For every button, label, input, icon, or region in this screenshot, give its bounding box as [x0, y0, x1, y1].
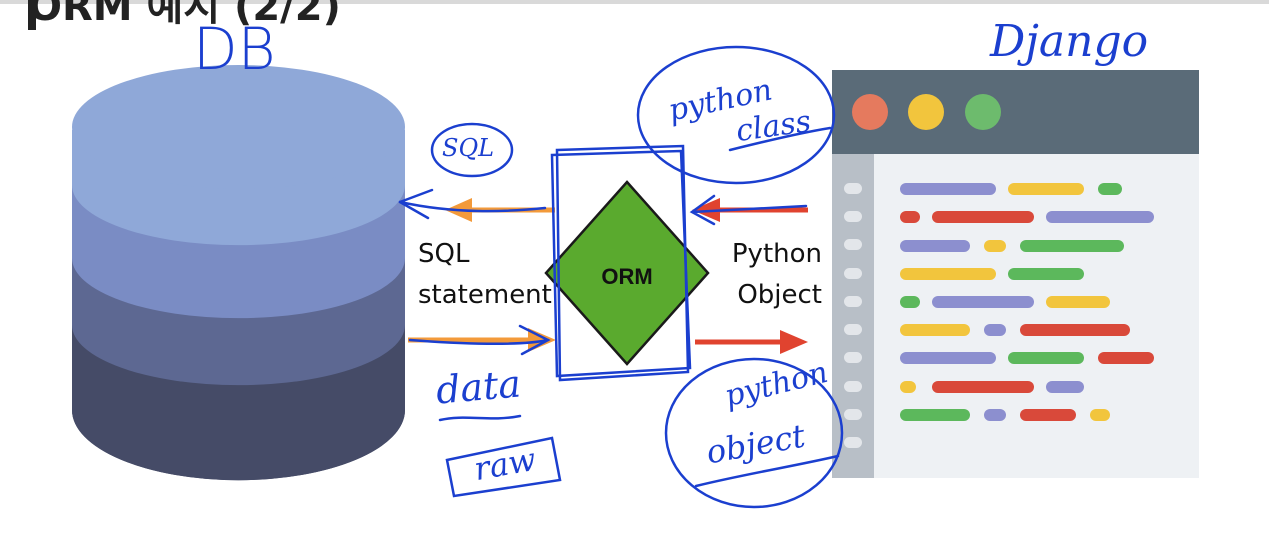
top-divider	[0, 0, 1269, 4]
slide-title: ORM 예시 (2/2)	[28, 0, 341, 30]
arrow-orm-to-object	[695, 330, 808, 354]
annotation-sql: SQL	[442, 134, 495, 162]
close-dot-icon	[852, 94, 888, 130]
minimize-dot-icon	[908, 94, 944, 130]
sql-statement-line1: SQL	[418, 239, 470, 269]
annotation-django: Django	[990, 16, 1149, 67]
title-accent-bar	[28, 0, 36, 30]
sql-statement-label: SQL statement	[418, 240, 552, 309]
orm-diamond	[544, 180, 710, 366]
orm-label: ORM	[601, 264, 652, 289]
python-object-label: Python Object	[728, 240, 822, 309]
python-object-line2: Object	[737, 279, 822, 310]
annotation-raw: raw	[471, 439, 539, 489]
sql-statement-line2: statement	[418, 279, 552, 310]
annotation-db: DB	[193, 15, 276, 83]
code-editor-window-icon	[832, 70, 1199, 478]
handwritten-ink	[398, 45, 844, 509]
database-cylinder-icon	[72, 65, 405, 481]
annotation-data: data	[434, 361, 523, 413]
maximize-dot-icon	[965, 94, 1001, 130]
python-object-line1: Python	[731, 239, 822, 269]
